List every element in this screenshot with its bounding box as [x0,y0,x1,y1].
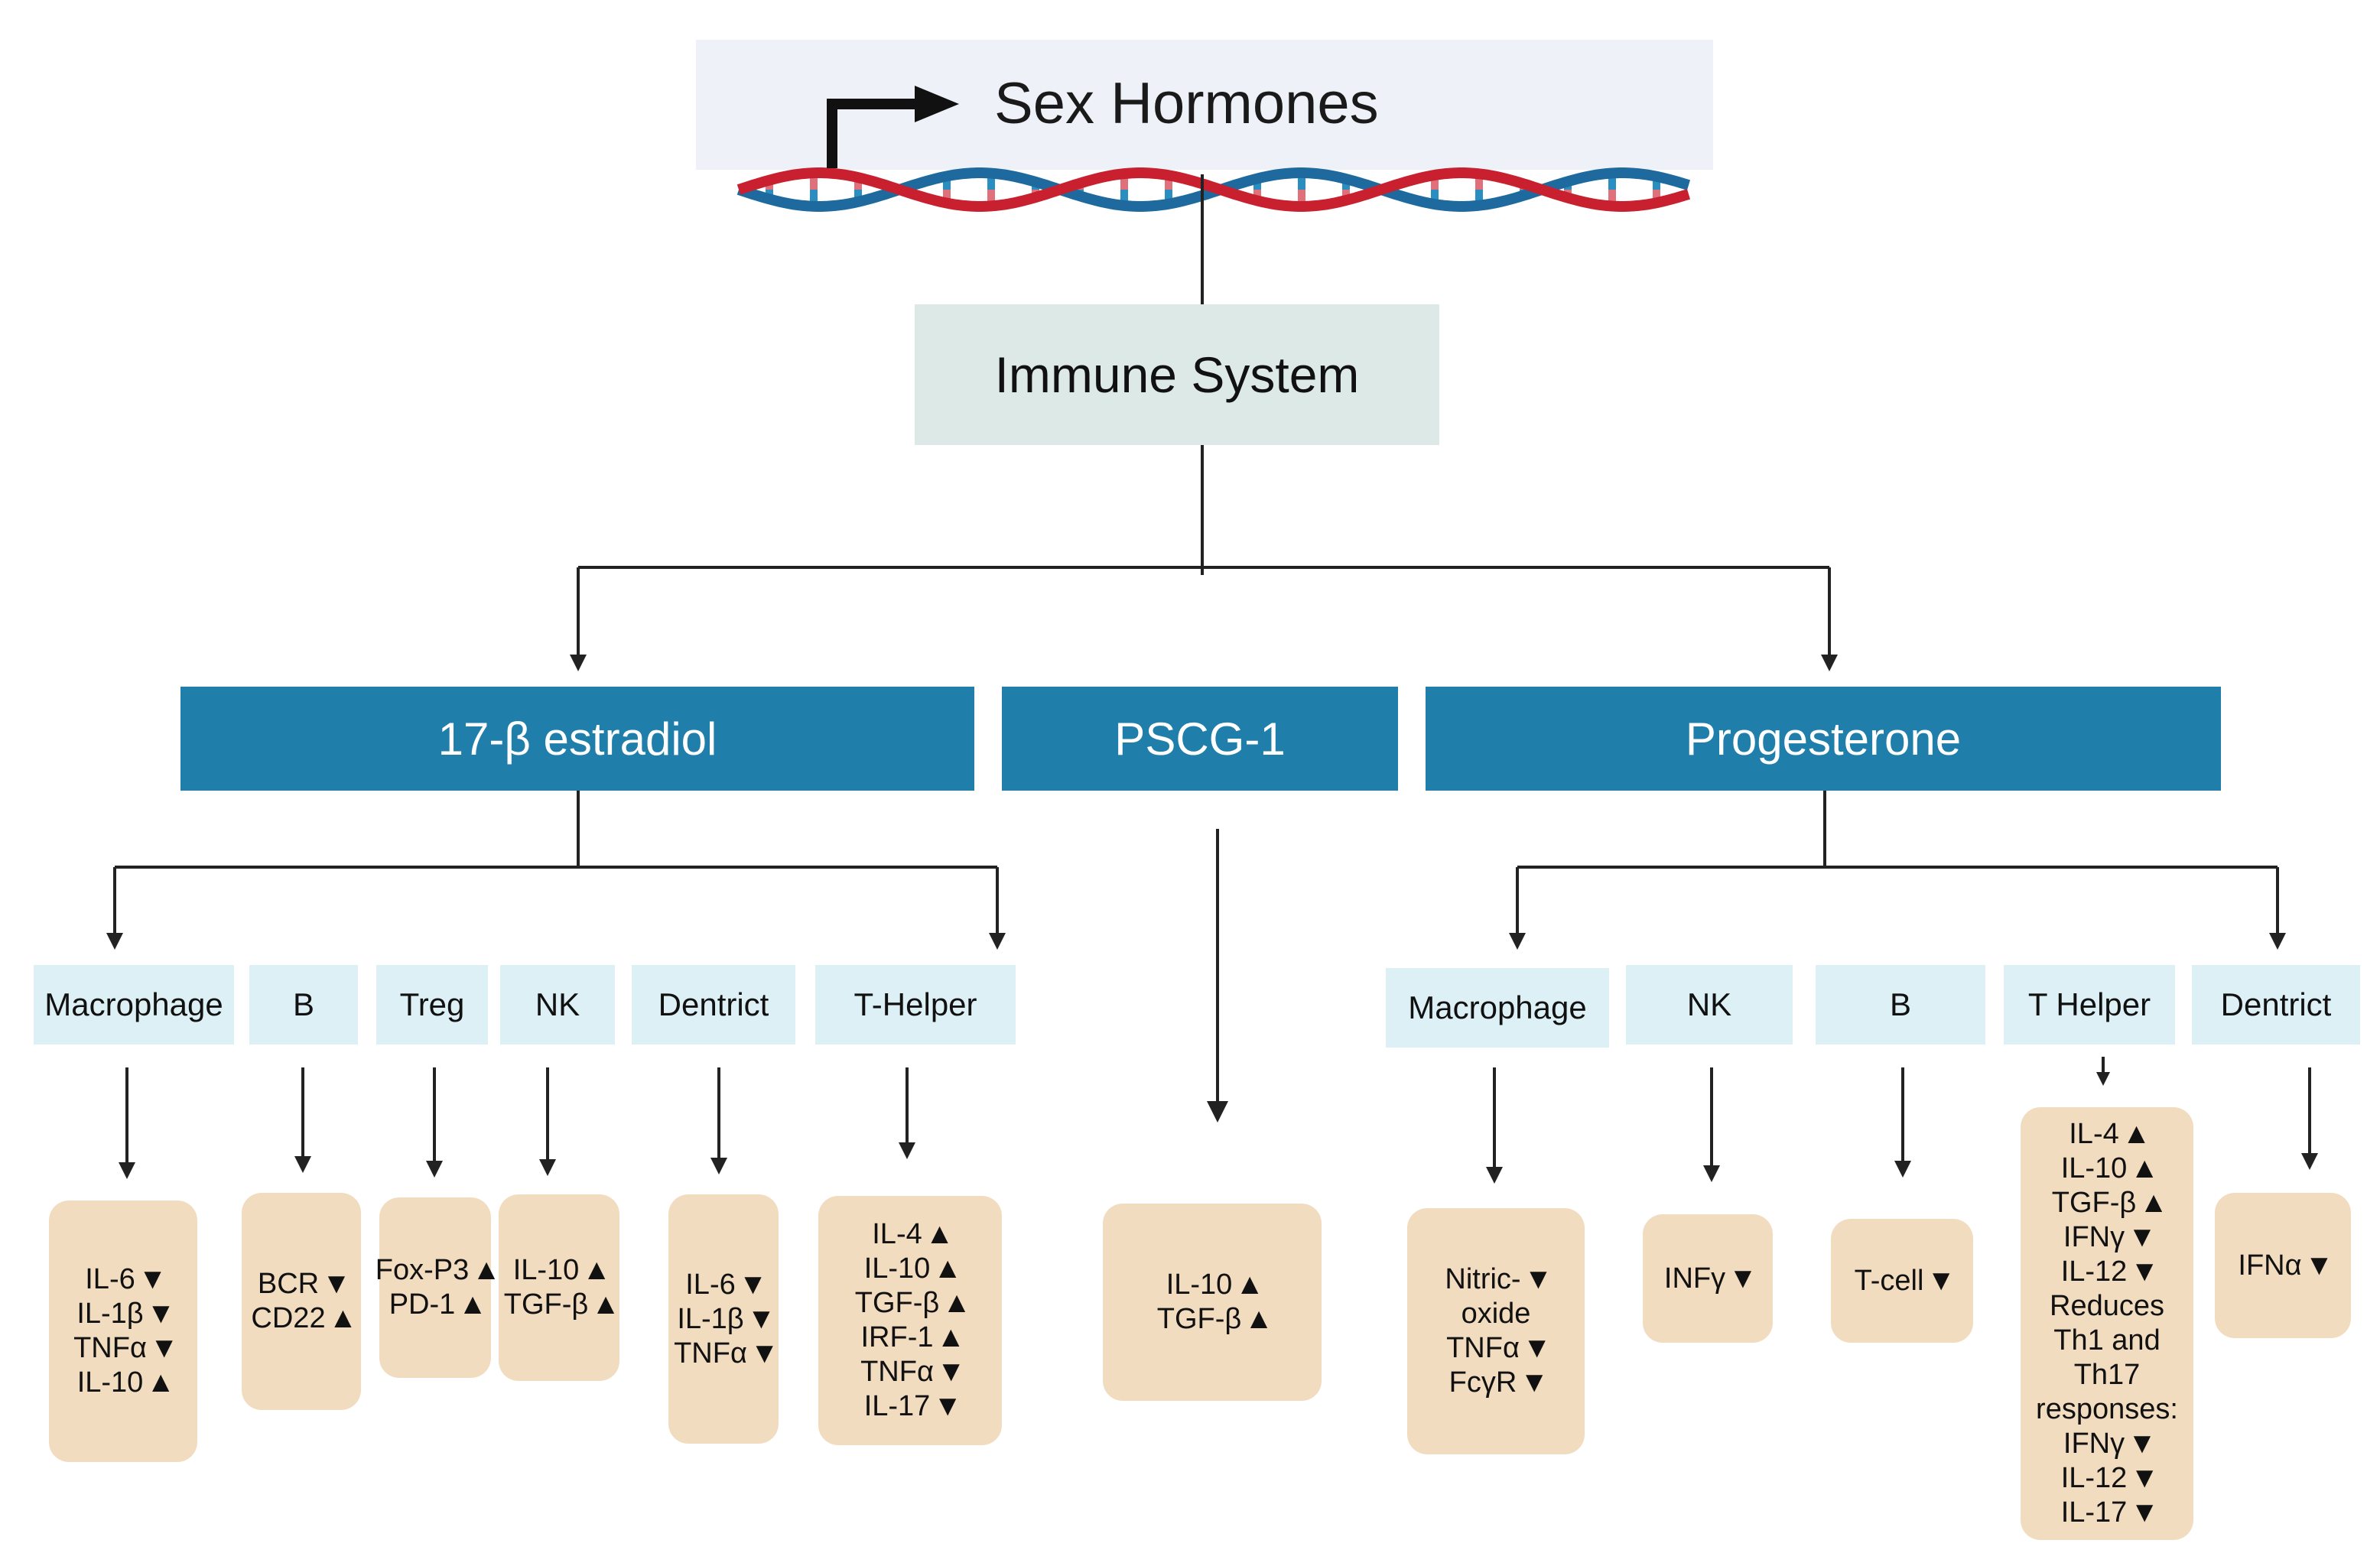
pscg1-node: PSCG-1 [1002,687,1398,791]
dna-helix-icon [736,167,1691,212]
effect-item: IL-10▲ [1166,1268,1264,1302]
effect-item: Th1 and [2053,1324,2160,1358]
effect-label: IRF-1 [860,1321,934,1353]
effect-label: IL-6 [85,1263,135,1295]
transcription-arrow-icon [827,86,959,168]
progesterone-cell-nk: NK [1626,965,1793,1045]
effect-label: IL-6 [685,1268,736,1301]
effects-progesterone-dentrict: IFNα▼ [2215,1193,2351,1338]
effect-label: IFNα [2238,1249,2302,1282]
effect-label: TNFα [73,1332,147,1364]
effect-label: IL-1β [677,1302,744,1335]
effect-label: Fox-P3 [375,1254,470,1286]
effects-estradiol-nk: IL-10▲TGF-β▲ [499,1194,620,1381]
effect-label: INFγ [1663,1262,1726,1295]
effect-label: TGF-β [503,1288,589,1321]
effect-label: IL-4 [2069,1118,2119,1150]
diagram-title: Sex Hormones [994,71,1379,136]
effect-label: Nitric- [1445,1263,1521,1295]
effect-label: T-cell [1854,1264,1924,1297]
effect-label: IL-4 [872,1218,922,1250]
estradiol-cell-nk: NK [500,965,615,1045]
effect-label: Th1 and [2053,1324,2161,1356]
effect-item: IL-17▼ [2060,1496,2159,1530]
progesterone-cell-t-helper: T Helper [2004,965,2175,1045]
effects-pscg1: IL-10▲TGF-β▲ [1103,1204,1322,1401]
effect-label: BCR [257,1268,320,1300]
effect-label: TNFα [674,1337,747,1369]
effect-label: Reduces [2050,1290,2164,1322]
effect-label: TGF-β [1156,1303,1242,1335]
progesterone-cell-macrophage: Macrophage [1386,968,1609,1048]
effect-item: responses: [2036,1392,2178,1427]
effect-label: IFNγ [2063,1221,2125,1253]
effect-label: IL-10 [863,1252,931,1285]
effects-estradiol-treg: Fox-P3▲PD-1▲ [375,1197,501,1378]
arrowheads [106,655,2318,1184]
effect-label: PD-1 [389,1288,456,1321]
effects-progesterone-b: T-cell▼ [1831,1219,1973,1343]
effects-estradiol-dentrict: IL-6▼IL-1β▼TNFα▼ [668,1194,779,1444]
effect-label: IL-1β [76,1298,144,1330]
immune-system-node: Immune System [915,304,1439,445]
estradiol-node: 17-β estradiol [180,687,974,791]
progesterone-node: Progesterone [1426,687,2221,791]
effect-label: IL-17 [2060,1496,2128,1529]
effect-label: IL-12 [2060,1256,2128,1288]
effect-item: TNFα▼ [73,1331,178,1366]
effect-label: IL-10 [2060,1152,2128,1184]
estradiol-cell-treg: Treg [376,965,488,1045]
effect-label: TGF-β [854,1287,940,1319]
effect-item: TGF-β▲ [503,1288,620,1322]
effect-label: IL-10 [1166,1269,1233,1301]
effects-progesterone-nk: INFγ▼ [1643,1214,1773,1343]
effect-item: oxide [1461,1297,1531,1331]
effect-item: Reduces [2050,1289,2164,1324]
effect-label: oxide [1461,1298,1531,1330]
progesterone-cell-b: B [1816,965,1985,1045]
effect-label: IFNγ [2063,1428,2125,1460]
effects-estradiol-b: BCR▼CD22▲ [242,1193,361,1410]
tree-connectors [113,174,2311,1167]
effect-label: IL-10 [512,1254,580,1286]
progesterone-cell-dentrict: Dentrict [2192,965,2360,1045]
effect-item: Th17 [2074,1358,2141,1392]
estradiol-cell-t-helper: T-Helper [815,965,1016,1045]
effect-label: FcγR [1448,1366,1517,1399]
effect-label: Th17 [2073,1359,2141,1391]
effect-label: IL-12 [2060,1462,2128,1494]
effect-label: responses: [2036,1393,2178,1425]
estradiol-cell-dentrict: Dentrict [632,965,795,1045]
effect-label: TNFα [860,1356,934,1388]
effect-label: CD22 [251,1302,326,1334]
estradiol-cell-b: B [249,965,358,1045]
effect-item: TGF-β▲ [854,1286,971,1321]
effects-estradiol-t-helper: IL-4▲IL-10▲TGF-β▲IRF-1▲TNFα▼IL-17▼ [818,1196,1002,1445]
effect-label: TNFα [1446,1332,1520,1364]
estradiol-cell-macrophage: Macrophage [34,965,234,1045]
effect-label: TGF-β [2051,1187,2137,1219]
effect-item: TNFα▼ [860,1355,965,1389]
effects-estradiol-macrophage: IL-6▼IL-1β▼TNFα▼IL-10▲ [49,1200,197,1462]
effect-item: TNFα▼ [674,1337,779,1371]
effect-label: IL-17 [863,1390,931,1422]
effect-label: IL-10 [76,1366,144,1399]
